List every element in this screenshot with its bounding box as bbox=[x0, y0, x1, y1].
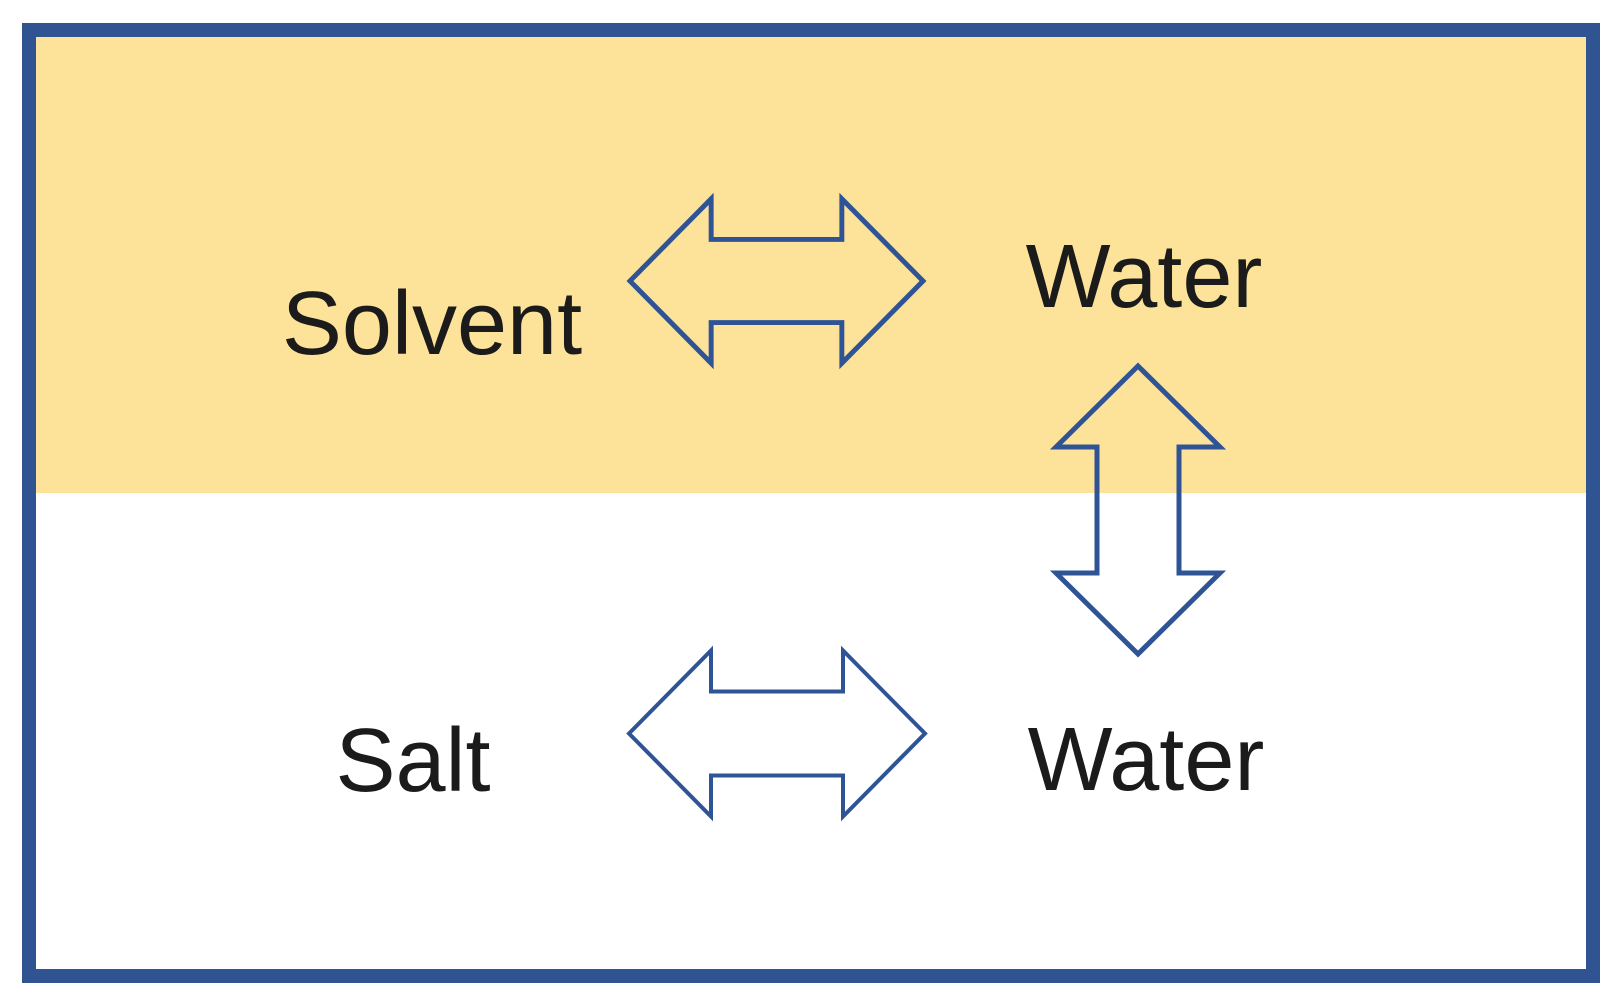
water-top-label: Water bbox=[1025, 227, 1263, 327]
water-bottom-label: Water bbox=[1027, 710, 1265, 810]
salt-label: Salt bbox=[335, 711, 491, 811]
left-right-double-arrow-icon bbox=[626, 192, 927, 370]
solvent-phase-region bbox=[36, 37, 1586, 493]
up-down-double-arrow-icon bbox=[1049, 362, 1227, 658]
diagram-inner: Solvent Water Salt Water bbox=[36, 37, 1586, 969]
solvent-label: Solvent bbox=[281, 274, 583, 374]
diagram-frame: Solvent Water Salt Water bbox=[22, 23, 1600, 983]
left-right-double-arrow-icon bbox=[626, 645, 928, 822]
